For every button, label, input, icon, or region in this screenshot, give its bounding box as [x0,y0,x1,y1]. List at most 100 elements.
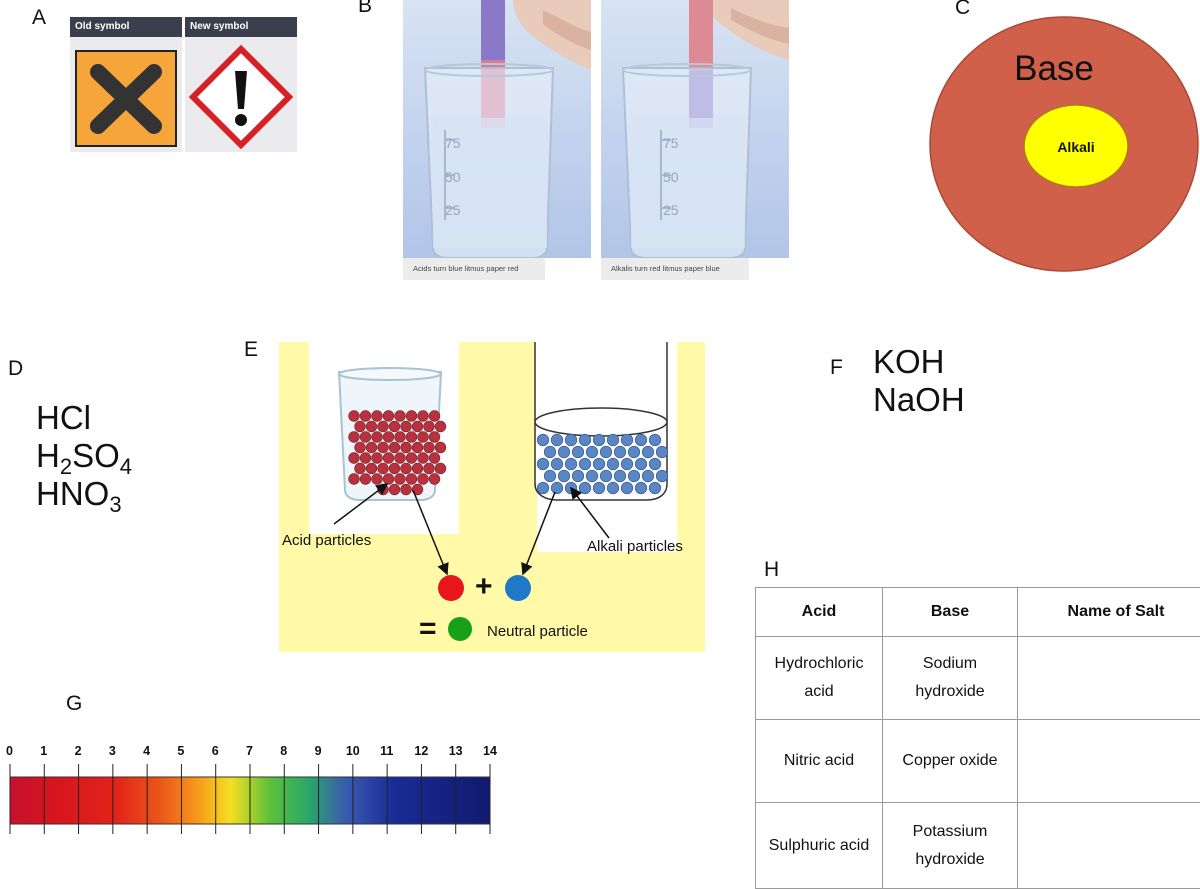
acid-ball [424,421,435,432]
old-symbol-label: Old symbol [70,17,182,37]
acid-ball [383,453,394,464]
acid-ball [366,421,377,432]
acid-ball [401,421,412,432]
acid-ball [418,411,429,422]
alkali-ball [656,446,668,458]
plus-sign: + [475,570,493,604]
acid-ball [406,432,417,443]
acid-ball [401,442,412,453]
base-label: Base [1014,49,1094,88]
acid-ball [401,484,412,495]
acid-ball [424,463,435,474]
alkali-ball [558,470,570,482]
alkali-ball [607,482,619,494]
mark-75: 75 [663,135,679,151]
header-acid: Acid [756,588,883,637]
acid-ball [389,421,400,432]
ph-colour-bar [0,744,500,834]
acid-ball [378,421,389,432]
acid-ball [395,474,406,485]
neutral-particle-label: Neutral particle [487,623,588,640]
acid-ball [349,453,360,464]
section-label-a: A [32,6,46,30]
new-symbol-label: New symbol [185,17,297,37]
alkali-ball [635,458,647,470]
formula-hno3: HNO3 [36,475,132,513]
beaker-alkali-image: 75 50 25 [601,0,789,258]
acid-ball [429,411,440,422]
alkali-ball [551,482,563,494]
alkali-ball [586,470,598,482]
alkali-ball [642,470,654,482]
acid-ball [355,463,366,474]
acid-ball [389,463,400,474]
alkali-ball [593,434,605,446]
acid-ball [349,432,360,443]
alkali-ball [614,446,626,458]
acid-ball [418,432,429,443]
alkali-ball [551,434,563,446]
new-hazard-panel: New symbol [185,17,297,152]
alkali-ball [635,434,647,446]
formula-naoh: NaOH [873,381,965,419]
mark-75: 75 [445,135,461,151]
acid-ball [383,411,394,422]
section-label-b: B [358,0,372,18]
acid-ball [372,411,383,422]
alkali-ball [572,446,584,458]
alkali-ball [586,446,598,458]
acid-ball [378,463,389,474]
section-label-h: H [764,558,779,582]
alkali-ball [565,434,577,446]
section-label-d: D [8,357,23,381]
acid-ball [383,432,394,443]
acid-ball [412,421,423,432]
alkali-ball [649,434,661,446]
header-salt: Name of Salt [1018,588,1200,637]
alkali-ball [565,458,577,470]
neutralisation-drawing [279,342,705,652]
table-row: Nitric acid Copper oxide [756,720,1200,803]
alkali-ball [649,482,661,494]
section-label-f: F [830,356,843,380]
alkali-ball [537,434,549,446]
acid-ball [383,474,394,485]
alkali-ball [558,446,570,458]
acid-ball [366,442,377,453]
acid-ball [360,411,371,422]
acid-ball [429,474,440,485]
alkali-formulas: KOH NaOH [873,343,965,419]
alkali-ball [621,458,633,470]
acid-ball [360,432,371,443]
alkali-ball [544,446,556,458]
acid-caption: Acids turn blue litmus paper red [403,258,545,280]
litmus-alkali-photo: 75 50 25 Alkalis turn red litmus paper b… [601,0,789,280]
acid-ball [424,442,435,453]
acid-ball [378,442,389,453]
alkali-ball [628,446,640,458]
alkali-ball [600,446,612,458]
acid-ball [401,463,412,474]
alkali-ball [593,458,605,470]
header-base: Base [883,588,1018,637]
acid-ball [435,442,446,453]
formula-hcl: HCl [36,399,132,437]
acid-ball [372,474,383,485]
acid-ball [389,442,400,453]
cell-salt[interactable] [1018,637,1200,720]
alkali-ball [614,470,626,482]
acid-ball [372,432,383,443]
alkali-ball [649,458,661,470]
harmful-cross-icon [70,37,182,152]
acid-ball [389,484,400,495]
acid-ball [349,474,360,485]
alkali-ball [621,482,633,494]
cell-salt[interactable] [1018,720,1200,803]
cell-acid: Nitric acid [756,720,883,803]
alkali-label: Alkali [1057,139,1094,155]
acid-ball [406,411,417,422]
acid-ball [355,421,366,432]
